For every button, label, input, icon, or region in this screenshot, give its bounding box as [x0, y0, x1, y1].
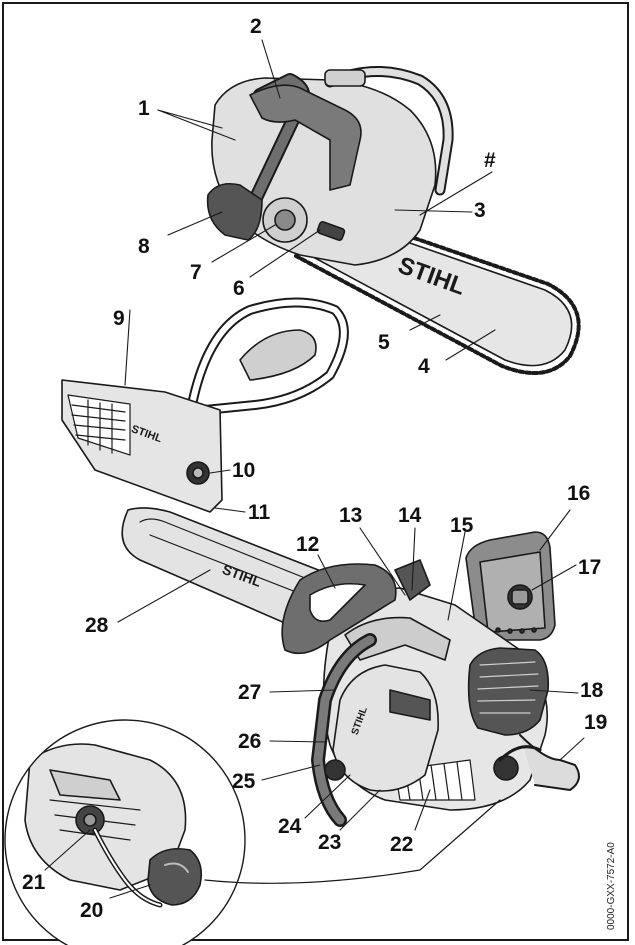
top-saw-chain — [294, 202, 581, 375]
callout-22: 22 — [390, 833, 414, 856]
callout-2: 2 — [250, 15, 262, 38]
callout-10: 10 — [232, 459, 256, 482]
callout-15: 15 — [450, 514, 474, 537]
callout-23: 23 — [318, 831, 342, 854]
top-chainsaw: STIHL — [206, 66, 581, 375]
reference-code: 0000-GXX-7572-A0 — [606, 842, 617, 930]
detail-inset — [4, 719, 501, 945]
carburetor-cover — [465, 531, 556, 641]
leader-lines — [44, 39, 585, 899]
callout-5: 5 — [378, 331, 390, 354]
callout-27: 27 — [238, 681, 262, 704]
top-hand-guard — [249, 84, 362, 191]
sprocket-cover: STIHL — [61, 297, 349, 513]
callout-11: 11 — [248, 501, 271, 524]
bottom-filter-cover — [467, 647, 550, 736]
callout-9: 9 — [113, 307, 125, 330]
inset-connector — [204, 799, 501, 884]
callout-4: 4 — [418, 355, 430, 378]
callout-16: 16 — [567, 482, 591, 505]
callout-1: 1 — [138, 97, 150, 120]
callout-28: 28 — [85, 614, 109, 637]
callout-hash: # — [484, 149, 496, 172]
callout-13: 13 — [339, 504, 363, 527]
bottom-sprocket-cover — [332, 664, 439, 792]
callout-24: 24 — [278, 815, 302, 838]
top-tensioner — [316, 220, 346, 242]
callout-21: 21 — [22, 871, 46, 894]
callout-20: 20 — [80, 899, 104, 922]
bottom-starter-grip — [389, 689, 431, 721]
callout-25: 25 — [232, 770, 256, 793]
callout-19: 19 — [584, 711, 608, 734]
callout-3: 3 — [474, 199, 486, 222]
top-top-button — [324, 69, 366, 87]
cover-grille — [67, 394, 131, 456]
bottom-master-control — [498, 745, 542, 762]
bottom-chainsaw: STIHL — [121, 507, 580, 827]
callout-6: 6 — [233, 277, 245, 300]
callout-14: 14 — [398, 504, 422, 527]
inset-spark-plug-boot — [147, 847, 203, 906]
callout-26: 26 — [238, 730, 262, 753]
callout-18: 18 — [580, 679, 604, 702]
callout-12: 12 — [296, 533, 320, 556]
bottom-control-knob — [493, 755, 519, 781]
top-chain-catcher — [206, 182, 263, 241]
callout-17: 17 — [578, 556, 602, 579]
bottom-cover-nut — [324, 759, 346, 781]
callout-7: 7 — [190, 261, 202, 284]
callout-8: 8 — [138, 235, 150, 258]
